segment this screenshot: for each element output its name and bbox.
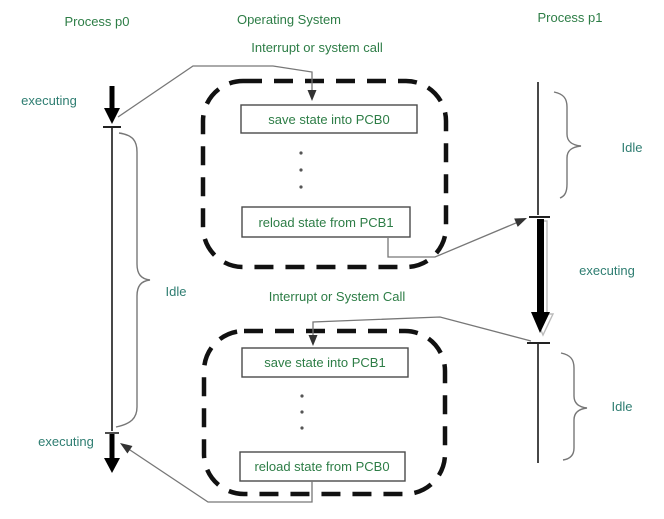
save-pcb0-label: save state into PCB0 [268, 112, 389, 127]
p1-idle-label-bottom: Idle [612, 399, 633, 414]
p0-executing-arrow-bottom [104, 434, 120, 473]
p0-idle-label: Idle [166, 284, 187, 299]
p1-idle-brace-bottom [560, 352, 588, 461]
connector-p0-to-save-pcb0 [117, 65, 313, 118]
p1-executing-label: executing [579, 263, 635, 278]
reload-pcb0-box [239, 451, 406, 482]
ellipsis-dots-top [299, 151, 303, 189]
connector-p1-to-save-pcb1 [312, 316, 532, 342]
p0-executing-label-bottom: executing [38, 434, 94, 449]
save-pcb1-box [241, 347, 409, 378]
reload-pcb0-label: reload state from PCB0 [254, 459, 389, 474]
os-dashed-region-bottom [201, 328, 448, 497]
arrowhead-into-save-pcb1 [308, 335, 318, 346]
p1-idle-brace-top [553, 91, 582, 199]
process-p1-header: Process p1 [537, 10, 602, 25]
interrupt-label-top: Interrupt or system call [251, 40, 383, 55]
ellipsis-dots-bottom [300, 394, 304, 430]
connector-reload-pcb1-to-p1 [387, 219, 524, 258]
operating-system-header: Operating System [237, 12, 341, 27]
connector-reload-pcb0-to-p0 [123, 445, 313, 503]
os-dashed-region-top [200, 78, 449, 270]
save-pcb1-label: save state into PCB1 [264, 355, 385, 370]
arrowhead-into-save-pcb0 [307, 90, 317, 101]
p1-idle-label-top: Idle [622, 140, 643, 155]
arrowhead-to-p1-executing [514, 218, 527, 227]
reload-pcb1-label: reload state from PCB1 [258, 215, 393, 230]
interrupt-label-bottom: Interrupt or System Call [269, 289, 406, 304]
process-p0-header: Process p0 [64, 14, 129, 29]
reload-pcb1-box [241, 206, 411, 238]
arrowhead-to-p0-executing [120, 443, 133, 454]
p0-executing-label-top: executing [21, 93, 77, 108]
save-pcb0-box [240, 104, 418, 134]
p0-idle-brace [115, 132, 151, 428]
p1-executing-arrow [531, 219, 550, 333]
p0-executing-arrow-top [104, 86, 120, 124]
